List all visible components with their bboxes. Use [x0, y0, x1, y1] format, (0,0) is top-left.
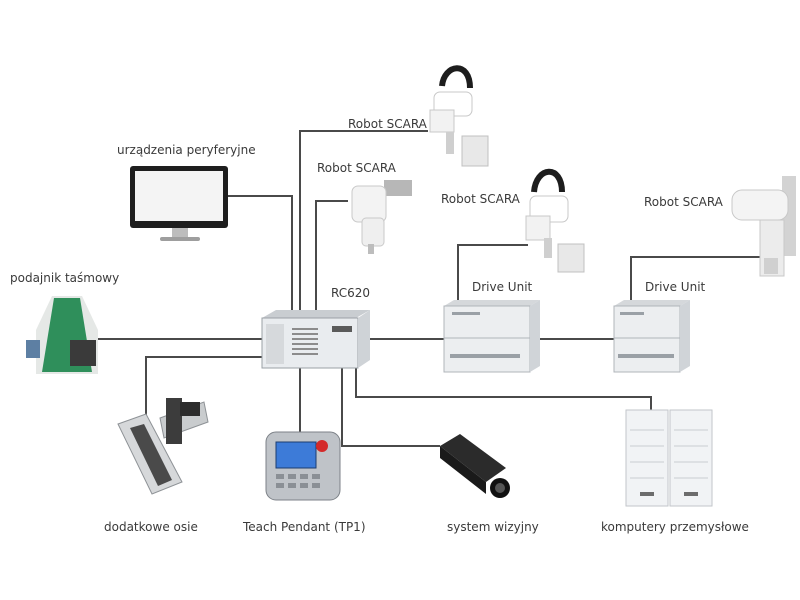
cable-monitor	[228, 195, 293, 312]
label-scara-drive2: Robot SCARA	[644, 195, 723, 209]
cable-vision	[341, 366, 440, 447]
label-scara-top: Robot SCARA	[348, 117, 427, 131]
label-drive-unit-1: Drive Unit	[472, 280, 533, 294]
cable-scara-top	[299, 130, 428, 312]
conveyor-icon	[26, 296, 98, 374]
label-vision: system wizyjny	[447, 520, 539, 534]
cable-scara-drive1	[457, 244, 528, 302]
cable-axes	[145, 356, 273, 418]
controller-rc620-icon	[261, 310, 370, 369]
label-conveyor: podajnik taśmowy	[10, 271, 120, 285]
label-drive-unit-2: Drive Unit	[645, 280, 706, 294]
drive-unit-2-icon	[613, 300, 690, 373]
industrial-pc-icon	[625, 409, 713, 507]
label-controller: RC620	[331, 286, 371, 300]
linear-axis-icon	[117, 398, 209, 495]
label-scara-mid: Robot SCARA	[317, 161, 396, 175]
cable-scara-ceiling	[315, 200, 348, 312]
label-industrial-pc: komputery przemysłowe	[601, 520, 749, 534]
vision-camera-icon	[440, 434, 510, 498]
cables	[98, 130, 764, 447]
label-extra-axes: dodatkowe osie	[104, 520, 198, 534]
cable-pc	[355, 366, 652, 410]
drive-unit-1-icon	[443, 300, 540, 373]
cable-scara-drive2	[630, 256, 764, 302]
label-peripherals: urządzenia peryferyjne	[117, 143, 256, 157]
scara-robot-drive1-icon	[525, 168, 585, 273]
monitor-icon	[130, 166, 228, 241]
teach-pendant-icon	[265, 431, 341, 501]
label-scara-drive1: Robot SCARA	[441, 192, 520, 206]
scara-robot-top-icon	[429, 65, 489, 167]
scara-robot-drive2-icon	[731, 176, 796, 277]
scara-robot-ceiling-icon	[351, 180, 412, 254]
label-teach-pendant: Teach Pendant (TP1)	[243, 520, 366, 534]
